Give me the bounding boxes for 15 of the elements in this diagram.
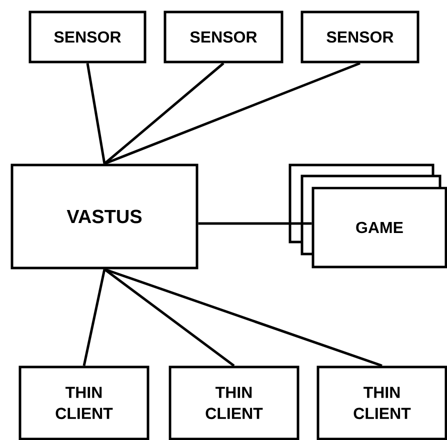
- sensor-box: SENSOR: [300, 10, 420, 64]
- server-box: VASTUS: [10, 164, 198, 270]
- client-box: THIN CLIENT: [18, 366, 150, 440]
- client-box: THIN CLIENT: [316, 366, 447, 440]
- game-box-stack: GAME: [288, 164, 447, 268]
- client-box: THIN CLIENT: [168, 366, 300, 440]
- connector-line: [198, 222, 312, 225]
- connector-line: [104, 62, 360, 165]
- connector-line: [104, 268, 235, 367]
- connector-line: [104, 268, 382, 367]
- connector-line: [86, 63, 106, 164]
- sensor-box: SENSOR: [164, 10, 284, 64]
- sensor-box: SENSOR: [28, 10, 146, 64]
- connector-line: [82, 269, 106, 366]
- connector-line: [104, 62, 224, 165]
